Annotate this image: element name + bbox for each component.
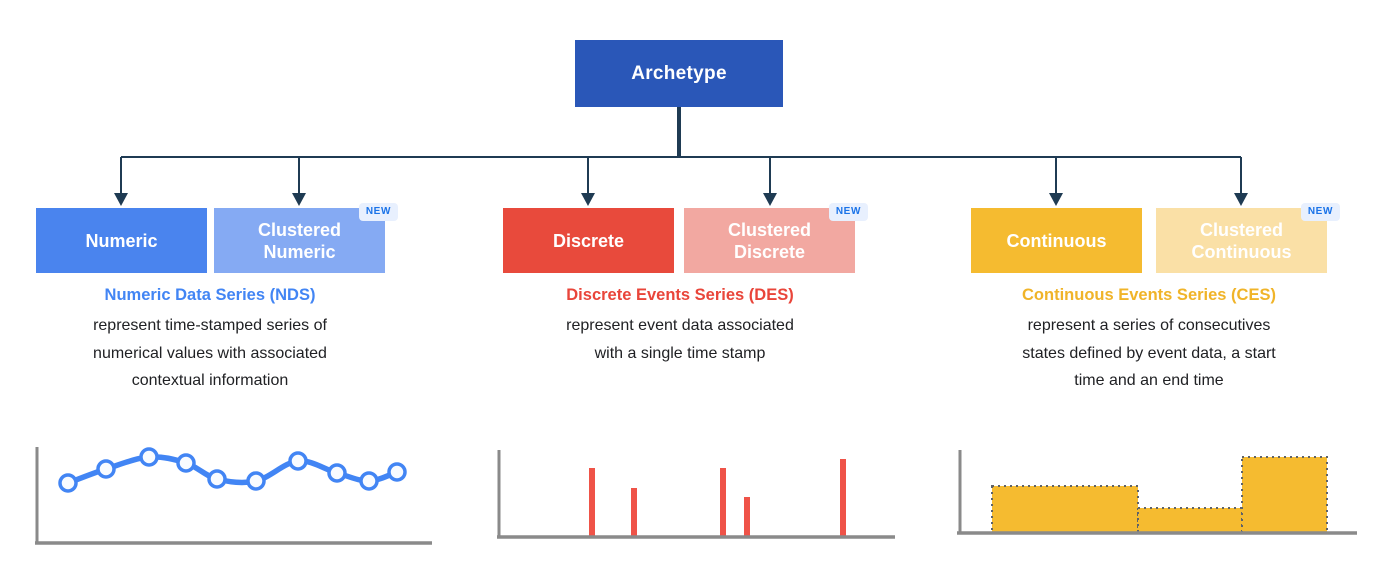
description-nds-text: represent time-stamped series of numeric… [93,317,327,389]
new-badge: NEW [358,203,398,221]
new-badge: NEW [1300,203,1340,221]
event-chart-des [497,450,895,539]
node-clustered-numeric: Clustered Numeric NEW [214,203,398,273]
node-label: Clustered Numeric [257,219,342,262]
line-chart-nds [35,447,432,545]
node-clustered-discrete: Clustered Discrete NEW [684,203,868,273]
new-badge: NEW [828,203,868,221]
step-chart-ces [957,450,1357,535]
description-nds: Numeric Data Series (NDS) represent time… [20,286,400,395]
heading-ces: Continuous Events Series (CES) [1022,286,1276,304]
node-archetype: Archetype [575,40,783,107]
node-discrete: Discrete [503,208,674,273]
description-des-text: represent event data associated with a s… [566,317,794,362]
heading-des: Discrete Events Series (DES) [566,286,794,304]
node-numeric: Numeric [36,208,207,273]
connector-lines [114,106,1248,206]
node-continuous: Continuous [971,208,1142,273]
description-ces-text: represent a series of consecutives state… [1022,317,1276,389]
node-label: Clustered Discrete [727,219,812,262]
node-clustered-continuous: Clustered Continuous NEW [1156,203,1340,273]
heading-nds: Numeric Data Series (NDS) [104,286,316,304]
description-ces: Continuous Events Series (CES) represent… [959,286,1339,395]
node-label: Clustered Continuous [1191,219,1292,262]
description-des: Discrete Events Series (DES) represent e… [490,286,870,367]
